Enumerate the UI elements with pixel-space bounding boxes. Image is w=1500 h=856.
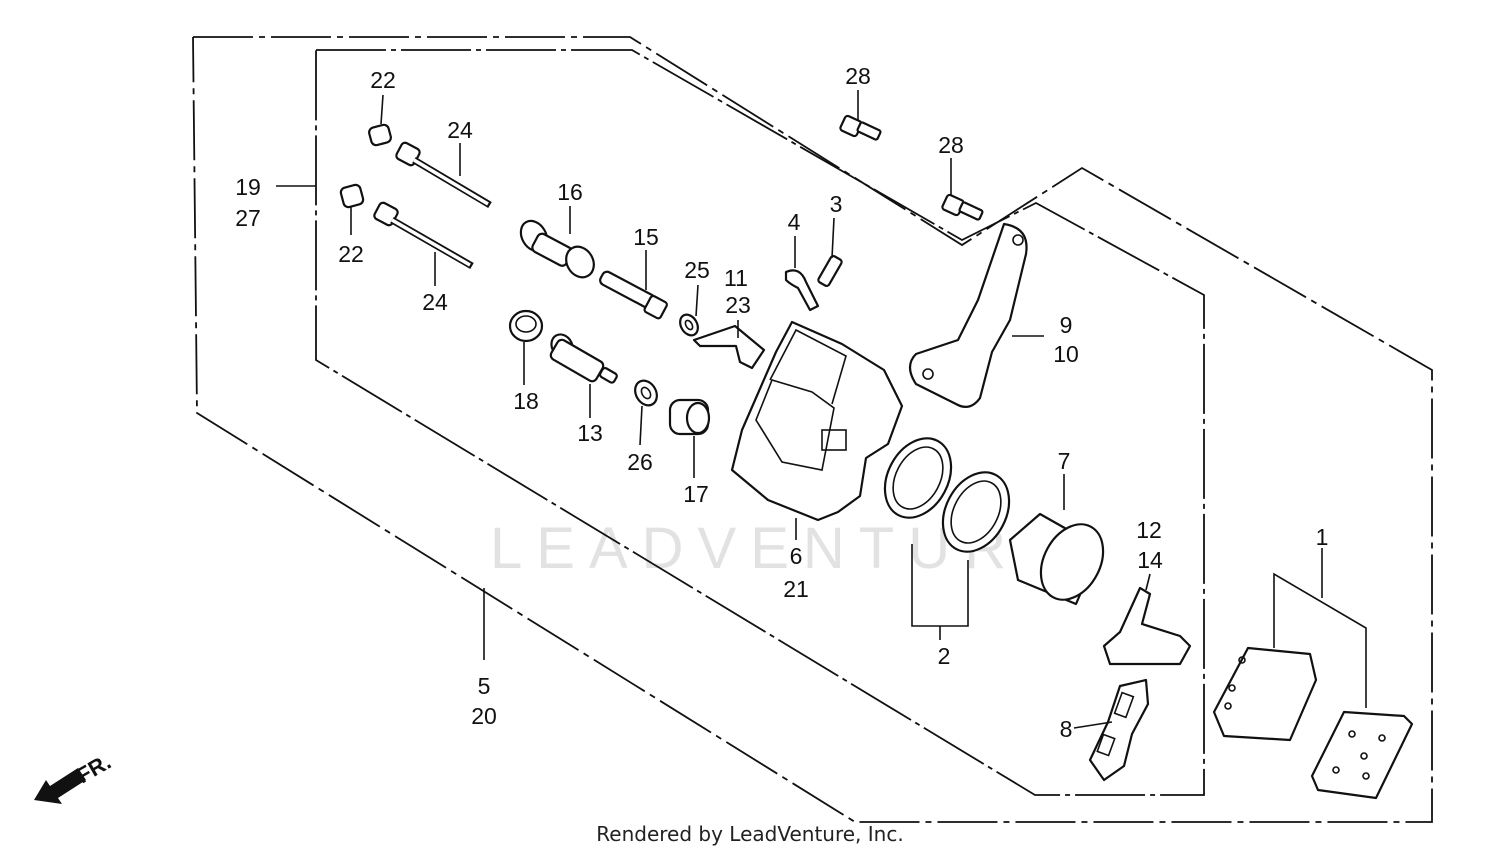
callout-7: 7 (1058, 448, 1071, 474)
callout-8: 8 (1060, 716, 1073, 742)
callout-22-upper: 22 (370, 67, 396, 93)
callout-6: 6 (790, 543, 803, 569)
washer-small (679, 313, 699, 337)
callout-21: 21 (783, 576, 809, 602)
boot (668, 398, 711, 436)
leader-lines (276, 90, 1367, 729)
callout-28-lower: 28 (938, 132, 964, 158)
pin-cap-upper (368, 123, 392, 147)
pad-retainer (1088, 678, 1150, 782)
washer (634, 379, 658, 407)
sleeve-pin (599, 270, 668, 320)
piston-seal-outer (883, 437, 953, 519)
callout-25: 25 (684, 257, 710, 283)
front-direction-arrow-icon (34, 768, 86, 804)
callout-20: 20 (471, 703, 497, 729)
callout-9: 9 (1060, 312, 1073, 338)
mounting-bolt-lower (941, 193, 984, 221)
pin-bolt-upper (395, 141, 492, 209)
callout-4: 4 (788, 209, 801, 235)
pin-cap-lower (339, 183, 365, 209)
caliper-piston (1008, 512, 1105, 606)
callout-18: 18 (513, 388, 539, 414)
callout-5: 5 (478, 673, 491, 699)
callout-13: 13 (577, 420, 603, 446)
piston-seal-inner (941, 471, 1011, 553)
callout-1: 1 (1316, 524, 1329, 550)
assembly-frame-inner (315, 49, 1205, 796)
bushing (519, 219, 595, 279)
callout-26: 26 (627, 449, 653, 475)
callout-10: 10 (1053, 341, 1079, 367)
callout-15: 15 (633, 224, 659, 250)
callout-27: 27 (235, 205, 261, 231)
callout-28-upper: 28 (845, 63, 871, 89)
callout-2: 2 (938, 643, 951, 669)
mounting-bolt-upper (839, 114, 882, 141)
bleeder-clip (784, 269, 820, 312)
callout-11: 11 (724, 265, 748, 291)
caliper-pin (549, 333, 618, 384)
callout-12: 12 (1136, 517, 1162, 543)
callout-24-upper: 24 (447, 117, 473, 143)
callout-3: 3 (830, 191, 843, 217)
pin-bolt-lower (373, 201, 474, 270)
pad-spring (692, 324, 766, 370)
brake-pad-front (1212, 646, 1318, 742)
callout-17: 17 (683, 481, 709, 507)
pin-boot (508, 309, 544, 343)
callout-14: 14 (1137, 547, 1163, 573)
callout-24-lower: 24 (422, 289, 448, 315)
callout-23: 23 (725, 292, 751, 318)
callout-19: 19 (235, 174, 261, 200)
callout-22-lower: 22 (338, 241, 364, 267)
callout-labels: 1 2 3 4 5 20 6 21 7 8 9 10 11 23 12 14 1… (235, 63, 1328, 742)
callout-16: 16 (557, 179, 583, 205)
pad-shim (1102, 586, 1192, 666)
bleeder-screw (817, 255, 843, 287)
caliper-body (730, 320, 904, 522)
caliper-bracket (908, 222, 1028, 409)
assembly-frame-outer (192, 36, 1433, 823)
brake-pad-rear (1310, 710, 1414, 800)
footer-credit: Rendered by LeadVenture, Inc. (596, 822, 904, 846)
